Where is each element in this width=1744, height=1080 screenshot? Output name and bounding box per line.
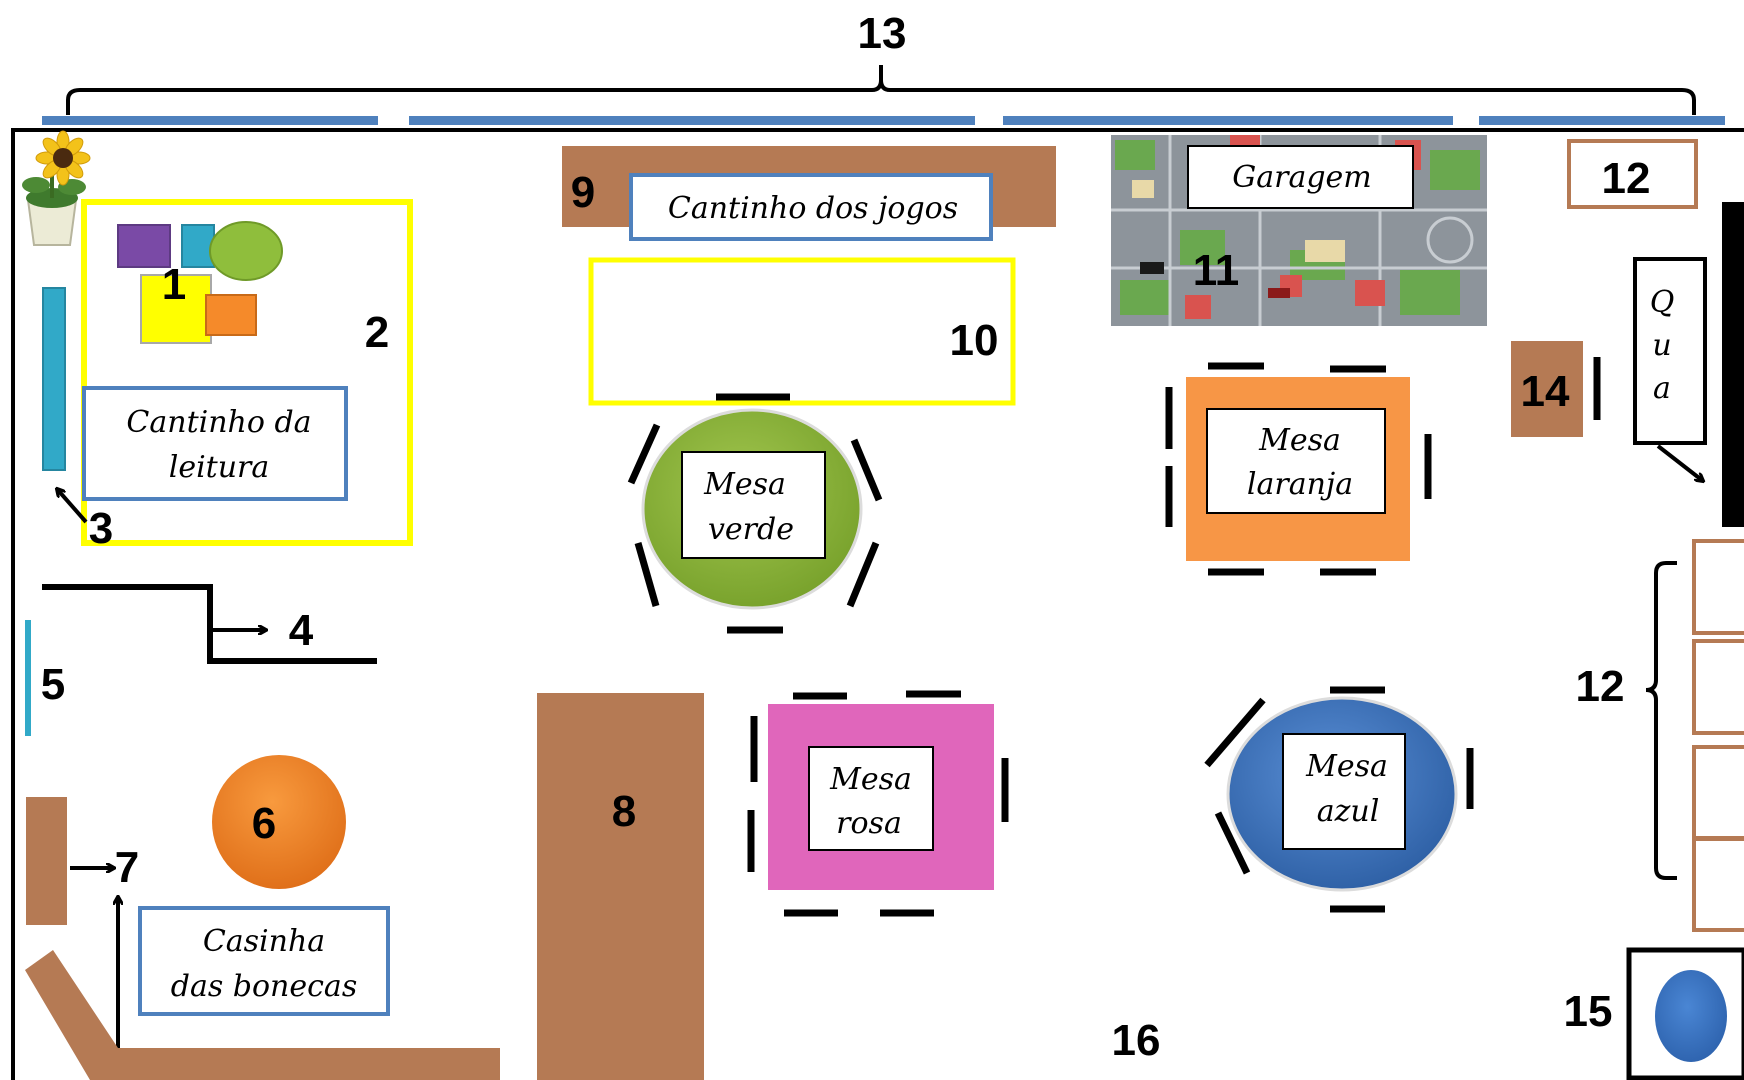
number-13: 13: [858, 9, 907, 58]
number-11: 11: [1193, 246, 1240, 295]
long-cabinet-8: [537, 693, 704, 1080]
sunflower-plant-icon: [22, 130, 91, 246]
number-3: 3: [89, 504, 113, 553]
whiteboard-label-box: [1633, 257, 1707, 445]
cabinet-14: [1511, 341, 1583, 437]
cushions: [117, 221, 283, 344]
pink-table-group: Mesa rosa: [747, 690, 1009, 917]
number-12-top: 12: [1602, 154, 1651, 203]
number-16: 16: [1112, 1016, 1161, 1065]
window: [1479, 116, 1725, 125]
number-14: 14: [1521, 367, 1570, 416]
pink-table-label-line1: Mesa: [829, 762, 912, 797]
doll-house-label-box: [138, 906, 390, 1016]
doll-house-label-line2: das bonecas: [171, 969, 357, 1004]
number-6: 6: [252, 799, 276, 848]
arrow-3: [57, 489, 88, 524]
number-1: 1: [162, 260, 186, 309]
cubby-12-top: [1567, 139, 1698, 209]
blue-table-label-box: [1282, 733, 1406, 850]
wall-board-5: [25, 620, 31, 736]
garage-label: Garagem: [1232, 160, 1371, 195]
reading-corner-label-box: [82, 386, 348, 501]
number-8: 8: [612, 787, 636, 836]
games-corner-label-box: [629, 173, 993, 241]
windows: [42, 116, 1725, 125]
pink-table-label-box: [808, 746, 934, 851]
bookshelf: [42, 287, 66, 471]
blue-table-label-line2: azul: [1317, 794, 1380, 829]
orange-table-group: Mesa laranja: [1165, 362, 1432, 576]
garage-label-box: [1187, 145, 1414, 209]
chairs: [627, 393, 883, 634]
orange-table-label-line1: Mesa: [1258, 423, 1341, 458]
doll-house-counter: [25, 950, 500, 1080]
green-table-label-line1: Mesa: [703, 467, 786, 502]
number-12-right: 12: [1576, 662, 1625, 711]
games-rug-10: [588, 257, 1016, 406]
green-table-group: Mesa verde: [627, 393, 883, 634]
orange-table-label-line2: laranja: [1247, 467, 1353, 502]
chairs: [747, 690, 1009, 917]
window: [42, 116, 378, 125]
number-4: 4: [289, 606, 314, 655]
number-5: 5: [41, 660, 65, 709]
whiteboard: [1722, 202, 1744, 527]
doll-house-label-line1: Casinha: [203, 924, 325, 959]
number-10: 10: [950, 316, 999, 365]
whiteboard-letter-1: Q: [1650, 285, 1675, 320]
orange-table-label-box: [1206, 408, 1386, 514]
chairs: [1204, 686, 1474, 913]
cubbies-12-right: [1692, 539, 1744, 932]
number-15: 15: [1564, 987, 1613, 1036]
round-rug-6: [212, 755, 346, 889]
windows-brace: [66, 65, 1696, 115]
window: [1003, 116, 1453, 125]
reading-corner-label-line1: Cantinho da: [126, 405, 311, 440]
ball-15: [1655, 970, 1727, 1062]
number-2: 2: [365, 308, 389, 357]
whiteboard-arrow: [1656, 444, 1703, 481]
green-table-label-line2: verde: [708, 512, 794, 547]
reading-corner-label-line2: leitura: [169, 450, 270, 485]
number-7: 7: [115, 843, 139, 892]
reading-corner-area: [81, 199, 413, 546]
whiteboard-letter-3: a: [1653, 371, 1671, 406]
cabinet-7: [26, 797, 67, 925]
number-9: 9: [571, 168, 595, 217]
green-table-label-box: [681, 451, 826, 559]
chairs: [1165, 362, 1432, 576]
room-wall: [11, 128, 1744, 1080]
pink-table-label-line2: rosa: [836, 806, 902, 841]
blue-table-label-line1: Mesa: [1305, 749, 1388, 784]
whiteboard-letter-2: u: [1652, 328, 1671, 363]
games-corner-label: Cantinho dos jogos: [668, 191, 958, 226]
cubbies-brace: [1645, 561, 1677, 880]
wall-step: [42, 584, 377, 664]
blue-table-group: Mesa azul: [1204, 686, 1474, 913]
window: [409, 116, 975, 125]
